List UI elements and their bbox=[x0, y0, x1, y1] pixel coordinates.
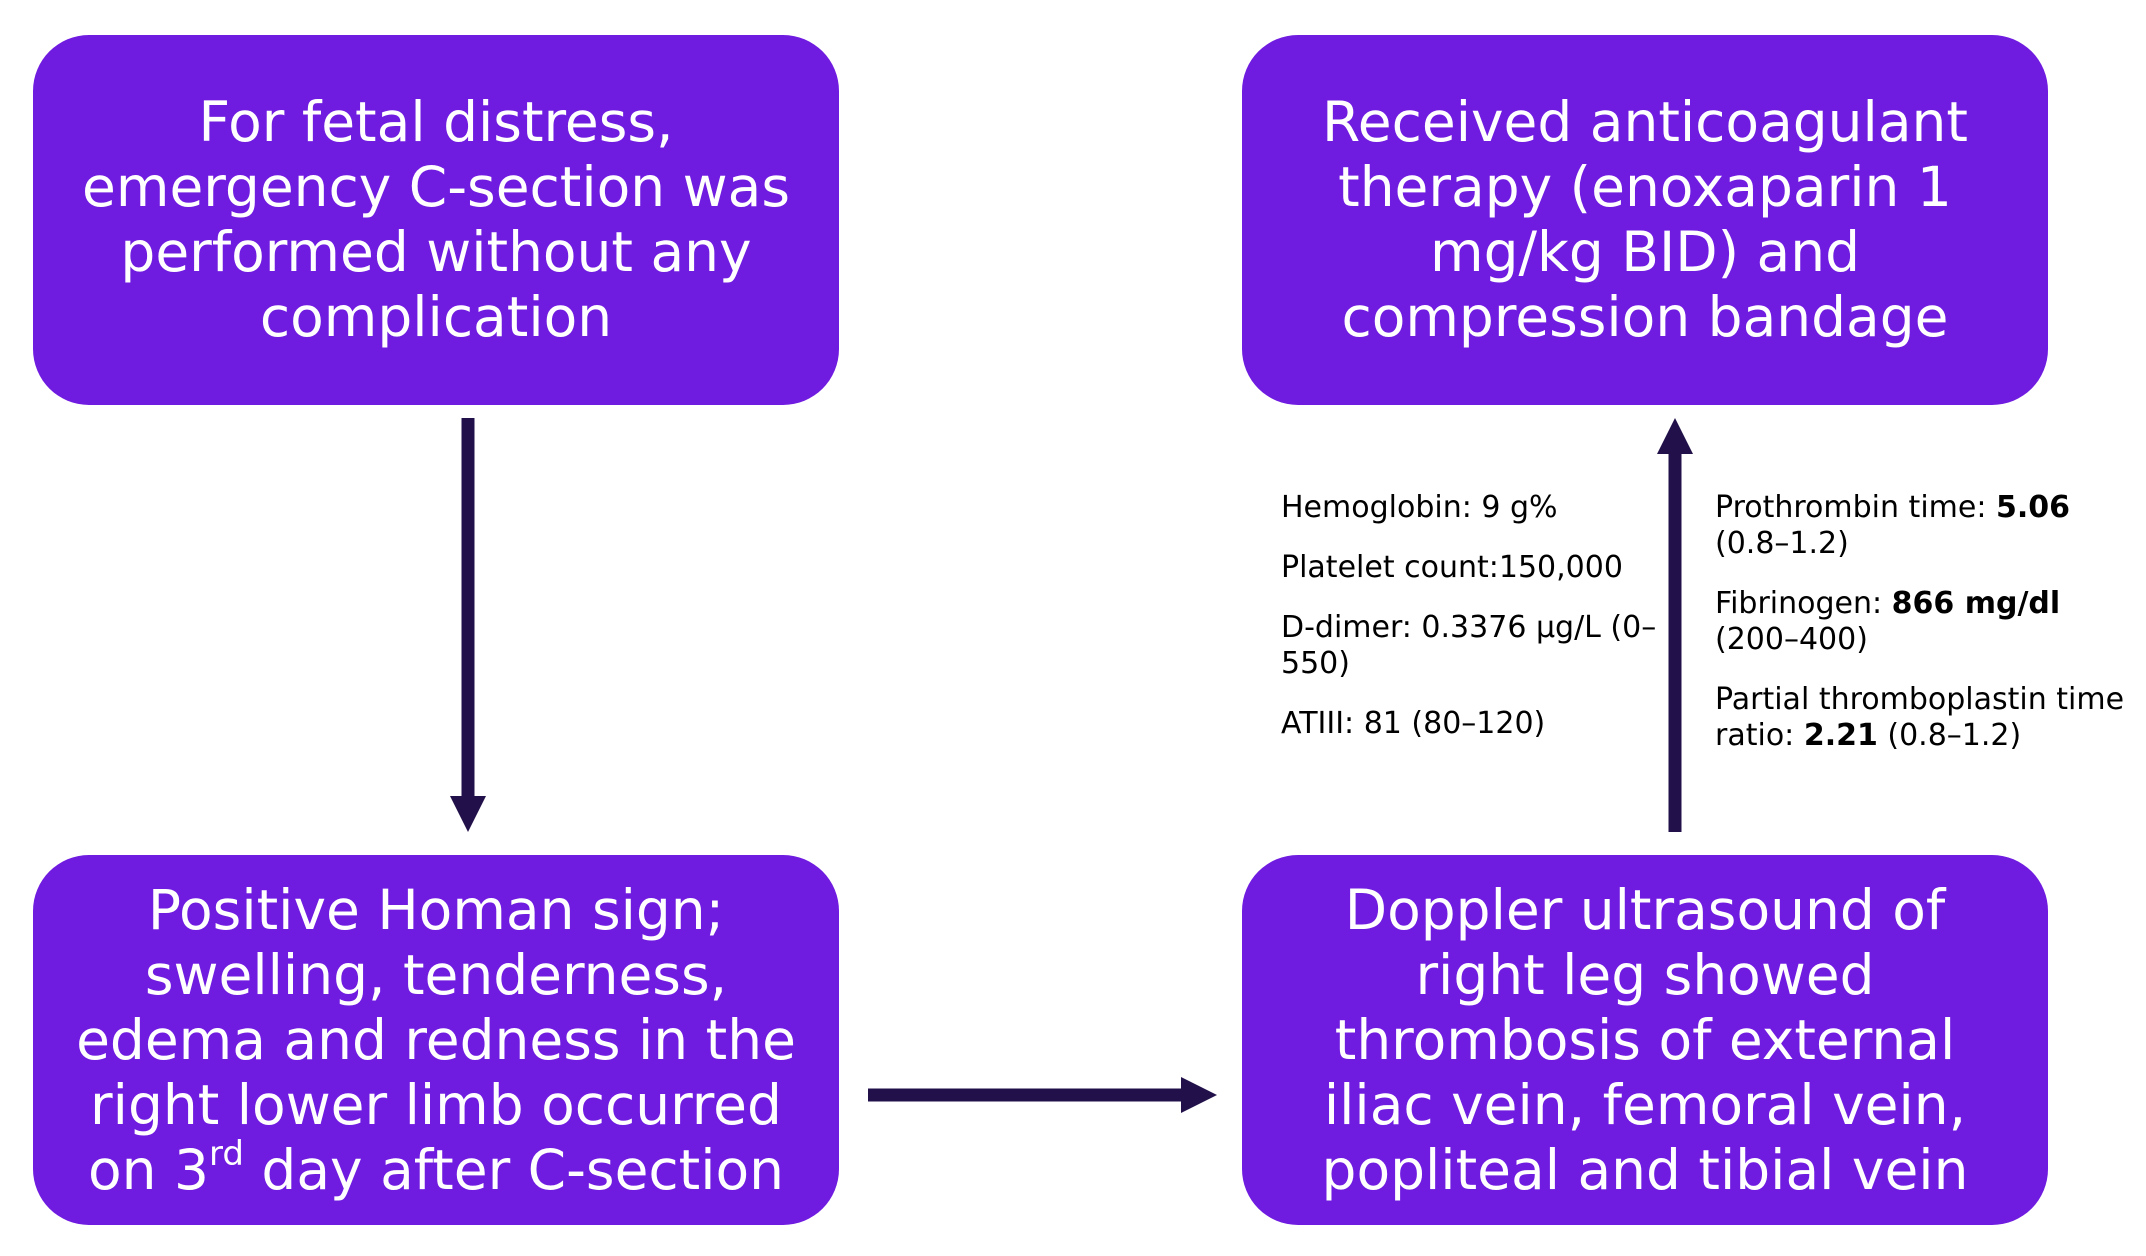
platelet-value: Platelet count:150,000 bbox=[1281, 550, 1623, 585]
therapy-box: Received anticoagulant therapy (enoxapar… bbox=[1242, 35, 2048, 405]
prothrombin-value: 5.06 bbox=[1995, 490, 2071, 525]
ptt-range: (0.8–1.2) bbox=[1877, 718, 2022, 753]
c-section-text: For fetal distress, emergency C-section … bbox=[82, 90, 790, 349]
arrow-right-head bbox=[1181, 1077, 1217, 1113]
doppler-box: Doppler ultrasound of right leg showed t… bbox=[1242, 855, 2048, 1225]
prothrombin-label: Prothrombin time: bbox=[1715, 490, 1996, 525]
fibrinogen-range: (200–400) bbox=[1715, 622, 1868, 657]
ptt-value: 2.21 bbox=[1803, 718, 1878, 753]
lab-results-right: Prothrombin time: 5.06 (0.8–1.2) Fibrino… bbox=[1715, 490, 2135, 778]
therapy-text: Received anticoagulant therapy (enoxapar… bbox=[1322, 90, 1968, 349]
c-section-box: For fetal distress, emergency C-section … bbox=[33, 35, 839, 405]
fibrinogen-value: 866 mg/dl bbox=[1891, 586, 2061, 621]
ptt-label: Partial thromboplastin time ratio: bbox=[1715, 682, 2125, 753]
homan-sign-text-after: day after C-section bbox=[243, 1137, 785, 1202]
ordinal-superscript: rd bbox=[208, 1134, 244, 1175]
arrow-down-head bbox=[450, 796, 486, 832]
ddimer-value: D-dimer: 0.3376 µg/L (0–550) bbox=[1281, 610, 1657, 681]
hemoglobin-value: Hemoglobin: 9 g% bbox=[1281, 490, 1558, 525]
fibrinogen-label: Fibrinogen: bbox=[1715, 586, 1892, 621]
ptt-ratio: Partial thromboplastin time ratio: 2.21 … bbox=[1715, 682, 2135, 754]
fibrinogen: Fibrinogen: 866 mg/dl (200–400) bbox=[1715, 586, 2135, 658]
atiii-value: ATIII: 81 (80–120) bbox=[1281, 706, 1546, 741]
prothrombin-time: Prothrombin time: 5.06 (0.8–1.2) bbox=[1715, 490, 2135, 562]
doppler-text: Doppler ultrasound of right leg showed t… bbox=[1321, 877, 1969, 1202]
homan-sign-text: Positive Homan sign; swelling, tendernes… bbox=[73, 878, 799, 1203]
homan-sign-box: Positive Homan sign; swelling, tendernes… bbox=[33, 855, 839, 1225]
lab-results-left: Hemoglobin: 9 g% Platelet count:150,000 … bbox=[1281, 490, 1681, 766]
arrow-up-head bbox=[1657, 418, 1693, 454]
prothrombin-range: (0.8–1.2) bbox=[1715, 526, 1849, 561]
homan-sign-text-before: Positive Homan sign; swelling, tendernes… bbox=[76, 877, 796, 1202]
